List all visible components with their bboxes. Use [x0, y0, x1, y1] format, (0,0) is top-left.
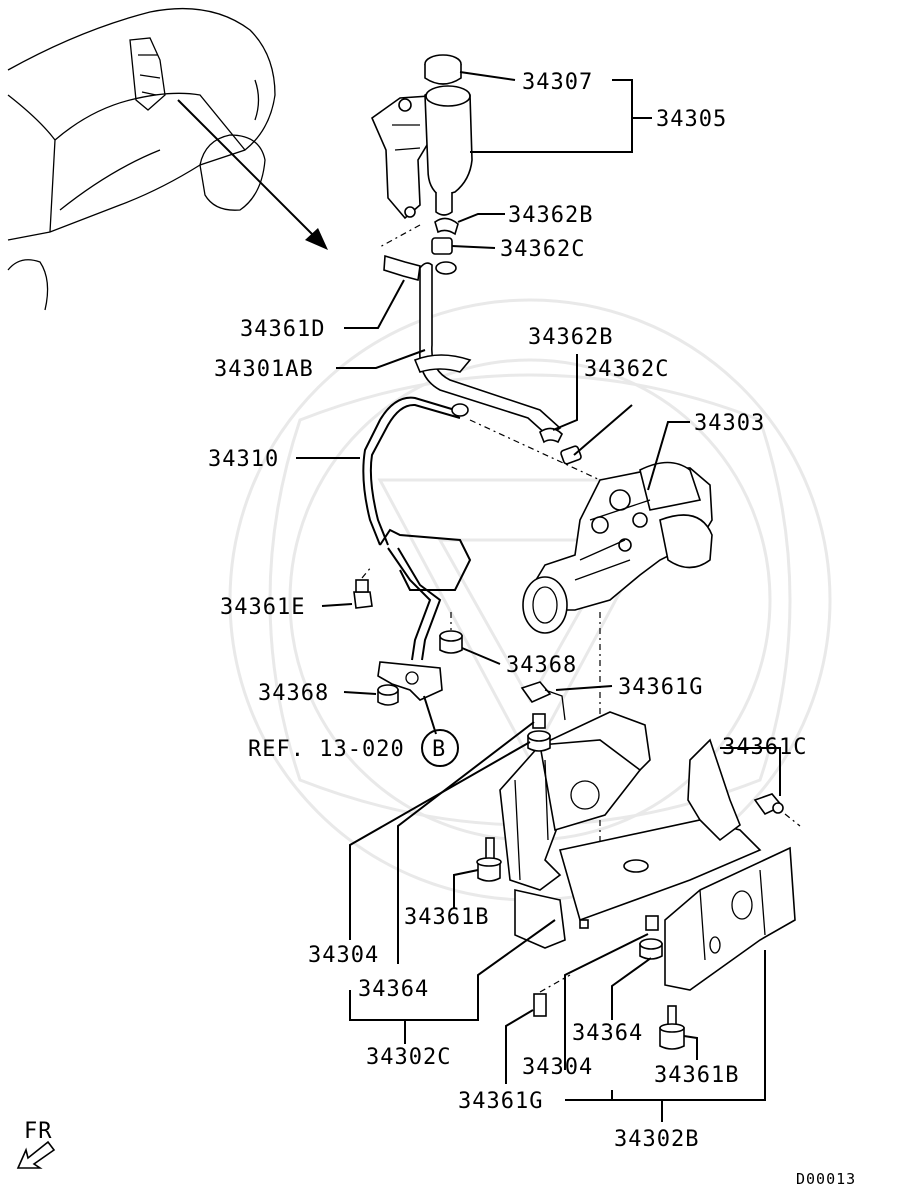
bolt-34361d: [383, 254, 421, 282]
hose-clamp-mid: [539, 427, 563, 444]
diagram-code: D00013: [796, 1170, 856, 1187]
bracket-34302b: [664, 738, 796, 991]
bolt-34361c-washer: [772, 802, 784, 814]
bolt-34361b-right-washer: [659, 1023, 685, 1033]
label-34301ab: 34301AB: [214, 357, 314, 382]
front-direction-arrow-icon: [16, 1140, 56, 1169]
label-ref-13-020: REF. 13-020: [248, 737, 405, 762]
bracket-34302c: [499, 711, 762, 949]
grommet-34368-right-top: [439, 630, 463, 642]
bolt-34361g-bottom: [533, 993, 547, 1017]
front-direction-label: FR: [24, 1119, 53, 1144]
label-34307: 34307: [522, 70, 593, 95]
bolt-34361b-right-head: [659, 1027, 685, 1050]
location-arrow-head: [305, 228, 328, 250]
label-34361c: 34361C: [722, 735, 807, 760]
dash-nut-e: [361, 565, 373, 579]
label-34364-right: 34364: [572, 1021, 643, 1046]
hose-clamp-upper: [434, 217, 459, 236]
nut-34304-left: [532, 713, 546, 729]
leader-lines: [296, 71, 781, 1122]
car-silhouette: [7, 7, 276, 311]
tube-bracket-hole: [405, 671, 419, 685]
dash-bolt-c: [784, 813, 801, 827]
label-34361g-top: 34361G: [618, 675, 703, 700]
grommet-34364-right-top: [639, 938, 663, 950]
bolt-34361b-right-shank: [667, 1005, 677, 1027]
grommet-34364-left-top: [527, 730, 551, 742]
nut-34304-right: [645, 915, 659, 931]
label-34361g-bottom: 34361G: [458, 1089, 543, 1114]
dash-reservoir-to-bolt: [377, 224, 421, 249]
label-34362c-top: 34362C: [500, 237, 585, 262]
nut-34361e-washer: [355, 579, 369, 593]
grommet-34368-left-top: [377, 684, 399, 696]
label-34361d: 34361D: [240, 317, 325, 342]
bolt-34361b-left-head: [477, 861, 501, 882]
hose-connector-mid: [560, 445, 582, 465]
dash-bolt-g-bottom: [539, 974, 571, 993]
nut-34361e: [353, 591, 373, 609]
label-34302c: 34302C: [366, 1045, 451, 1070]
bolt-34361b-left-washer: [476, 857, 502, 867]
label-34361b-right: 34361B: [654, 1063, 739, 1088]
label-34304-right: 34304: [522, 1055, 593, 1080]
label-34368-right: 34368: [506, 653, 577, 678]
tube-34310: [362, 396, 472, 661]
bolt-34361g-top-shank: [544, 689, 566, 721]
pipe-34301ab: [413, 261, 562, 438]
label-34368-left: 34368: [258, 681, 329, 706]
label-34302b: 34302B: [614, 1127, 699, 1152]
pump-motor-34303: [522, 461, 713, 634]
label-34362c-mid: 34362C: [584, 357, 669, 382]
label-34362b-mid: 34362B: [528, 325, 613, 350]
reservoir-tank: [371, 54, 473, 220]
label-34310: 34310: [208, 447, 279, 472]
bolt-34361b-left-shank: [485, 837, 495, 861]
bolt-34361g-top: [520, 681, 552, 703]
label-34304-left: 34304: [308, 943, 379, 968]
label-34364-left: 34364: [358, 977, 429, 1002]
ref-circle: [421, 729, 459, 767]
tube-bracket: [377, 661, 443, 701]
label-34362b-top: 34362B: [508, 203, 593, 228]
label-34361b-left: 34361B: [404, 905, 489, 930]
label-34305: 34305: [656, 107, 727, 132]
location-arrow: [177, 99, 319, 241]
label-34361e: 34361E: [220, 595, 305, 620]
label-34303: 34303: [694, 411, 765, 436]
ref-circle-letter: B: [432, 737, 446, 762]
hose-connector-upper: [431, 237, 453, 255]
